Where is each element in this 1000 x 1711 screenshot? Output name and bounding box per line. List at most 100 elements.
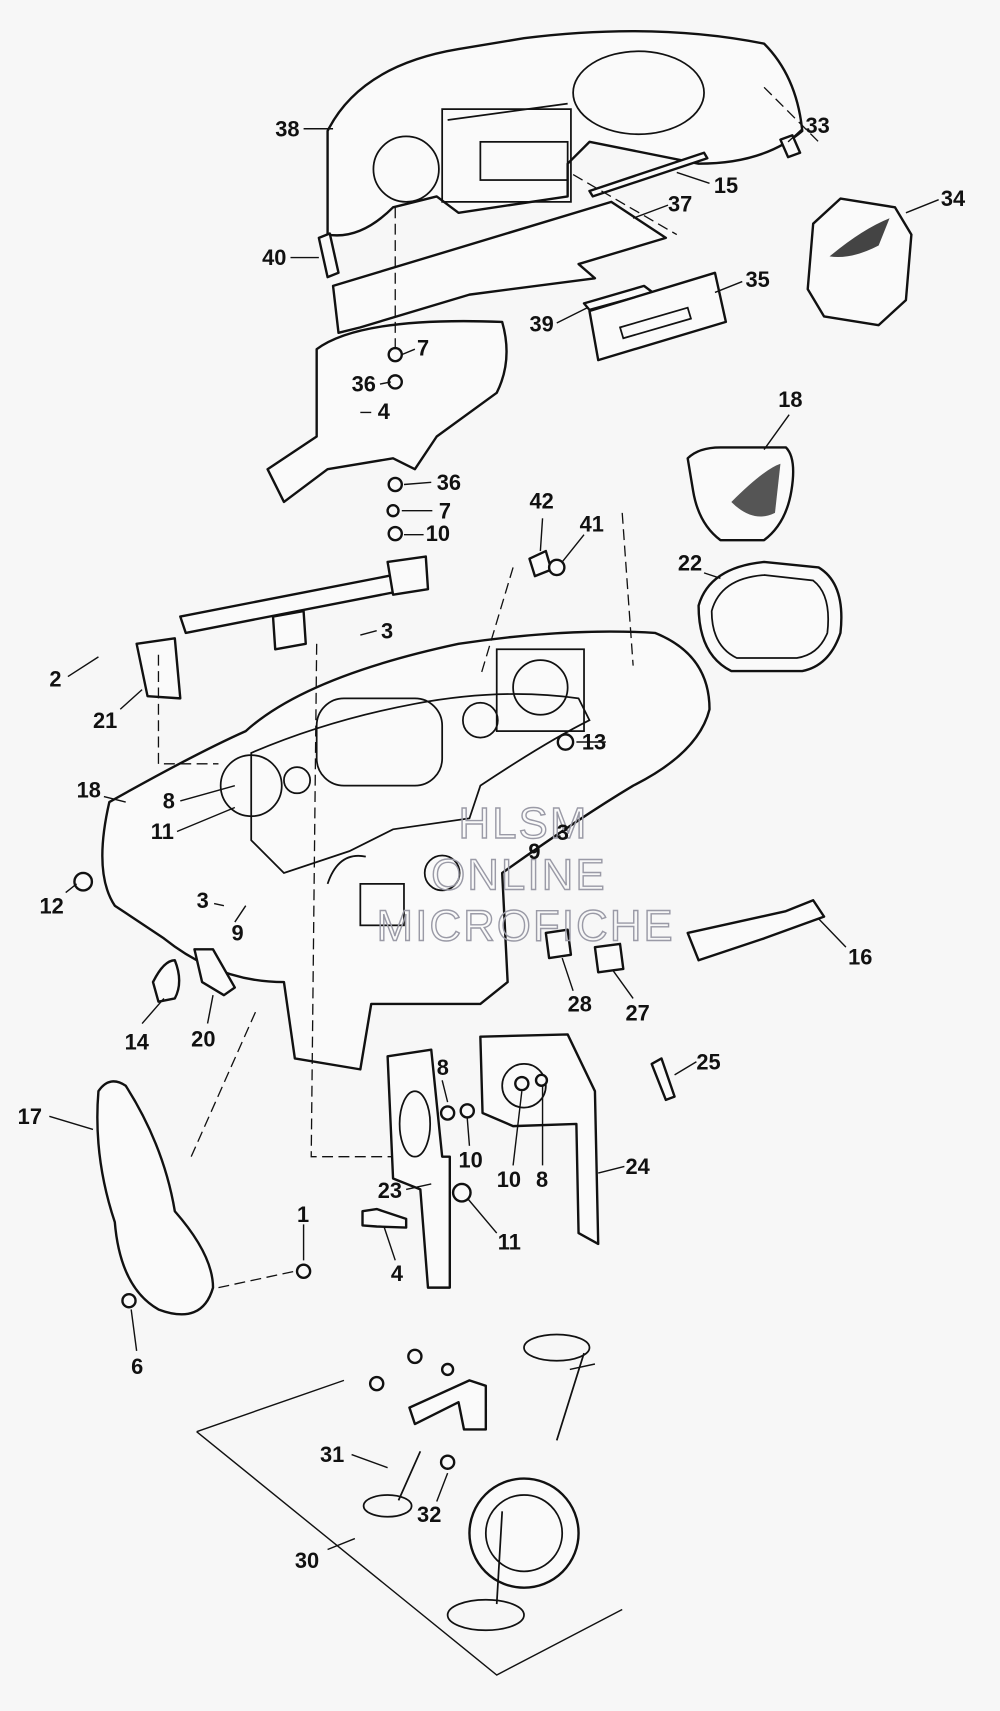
part-callout: 36 [352,372,376,397]
grommet-12 [73,871,94,892]
part-callout: 16 [848,945,872,970]
part-callout: 31 [320,1442,344,1467]
part-callout: 37 [668,192,692,217]
part-callout: 7 [439,498,451,523]
bulb-socket [368,1375,385,1392]
socket-41 [547,558,566,577]
part-callout: 22 [678,551,702,576]
bulb-socket-2 [407,1348,423,1365]
part-callout: 28 [568,992,592,1017]
part-callout: 3 [381,618,393,643]
grommet-13 [556,733,575,751]
part-callout: 10 [459,1148,483,1173]
part-callout: 10 [497,1167,521,1192]
bulb-42 [528,549,553,578]
gauge-bracket [408,1379,488,1431]
brace-clip [271,609,307,651]
part-callout: 36 [437,470,461,495]
part-callout: 40 [262,245,286,270]
clip-25 [650,1057,676,1102]
part-callout: 1 [297,1202,309,1227]
part-callout: 32 [417,1502,441,1527]
washer-8 [439,1105,456,1121]
part-callout: 9 [528,839,540,864]
watermark-text: ONLINE [431,850,607,899]
part-callout: 25 [696,1049,720,1074]
part-callout: 11 [151,819,174,844]
part-callout: 4 [391,1261,404,1286]
washer-8b [534,1073,549,1087]
screw-1 [295,1263,312,1279]
bolt-4 [361,1207,408,1229]
part-callout: 10 [426,521,450,546]
part-callout: 12 [40,893,64,918]
nut-10c [459,1103,476,1119]
watermark-text: HLSM [459,799,589,848]
grommet-14 [151,959,181,1003]
part-callout: 9 [232,921,244,946]
bracket-23 [386,1048,452,1289]
part-callout: 18 [77,778,101,803]
part-callout: 3 [557,820,569,845]
lower-cover-part [266,319,508,504]
switch-27 [593,942,625,974]
part-callout: 21 [93,708,117,733]
part-callout: 38 [275,116,299,141]
kit-bracket-line [196,1379,623,1676]
part-callout: 18 [778,387,802,412]
part-callout: 8 [437,1055,449,1080]
part-callout: 33 [806,113,830,138]
bracket-21 [135,637,182,700]
part-callout: 11 [498,1229,521,1254]
screw-6 [121,1292,137,1309]
part-callout: 7 [417,336,429,361]
nut-11 [451,1182,472,1203]
watermark: HLSM ONLINE MICROFICHE [376,798,675,951]
part-callout: 34 [941,186,966,211]
part-callout: 23 [378,1178,402,1203]
part-callout: 39 [529,312,553,337]
bulb-socket-3 [440,1362,455,1377]
part-callout: 17 [18,1104,42,1129]
callout-labels: 38 33 15 34 37 40 35 39 7 36 4 18 36 7 1… [18,113,966,1573]
part-callout: 2 [49,666,61,691]
part-callout: 8 [163,789,175,814]
speaker-grille-34 [806,197,913,327]
cover-panel-17 [96,1080,215,1316]
part-callout: 4 [378,399,391,424]
watermark-text: MICROFICHE [377,902,675,951]
washer-7 [387,346,403,363]
part-callout: 41 [580,511,604,536]
bracket-24 [479,1033,600,1246]
bulb-32 [439,1454,456,1470]
lens-shading [731,463,781,517]
part-40 [317,232,340,279]
gasket-22 [697,560,843,673]
grille-shading [829,218,890,258]
nut-10 [387,525,403,542]
switch-28 [544,928,573,960]
outer-fairing-part [101,630,711,1071]
part-callout: 35 [746,267,770,292]
part-callout: 15 [714,173,738,198]
part-callout: 42 [529,488,553,513]
nut-10d [514,1075,530,1092]
part-callout: 8 [536,1167,548,1192]
trim-16 [686,899,826,962]
brace-end [386,555,430,596]
washer-7b [386,504,400,518]
part-callout: 20 [191,1026,215,1051]
panel-37 [331,200,668,335]
part-callout: 6 [131,1354,143,1379]
trim-strip-15 [588,151,709,198]
part-callout: 13 [582,730,606,755]
part-callout: 24 [625,1154,650,1179]
nut-36b [387,476,403,493]
inner-fairing-part [326,29,804,237]
seal-20 [193,948,237,997]
screw-33 [779,134,802,159]
part-callout: 3 [197,888,209,913]
part-callout: 27 [625,1000,649,1025]
